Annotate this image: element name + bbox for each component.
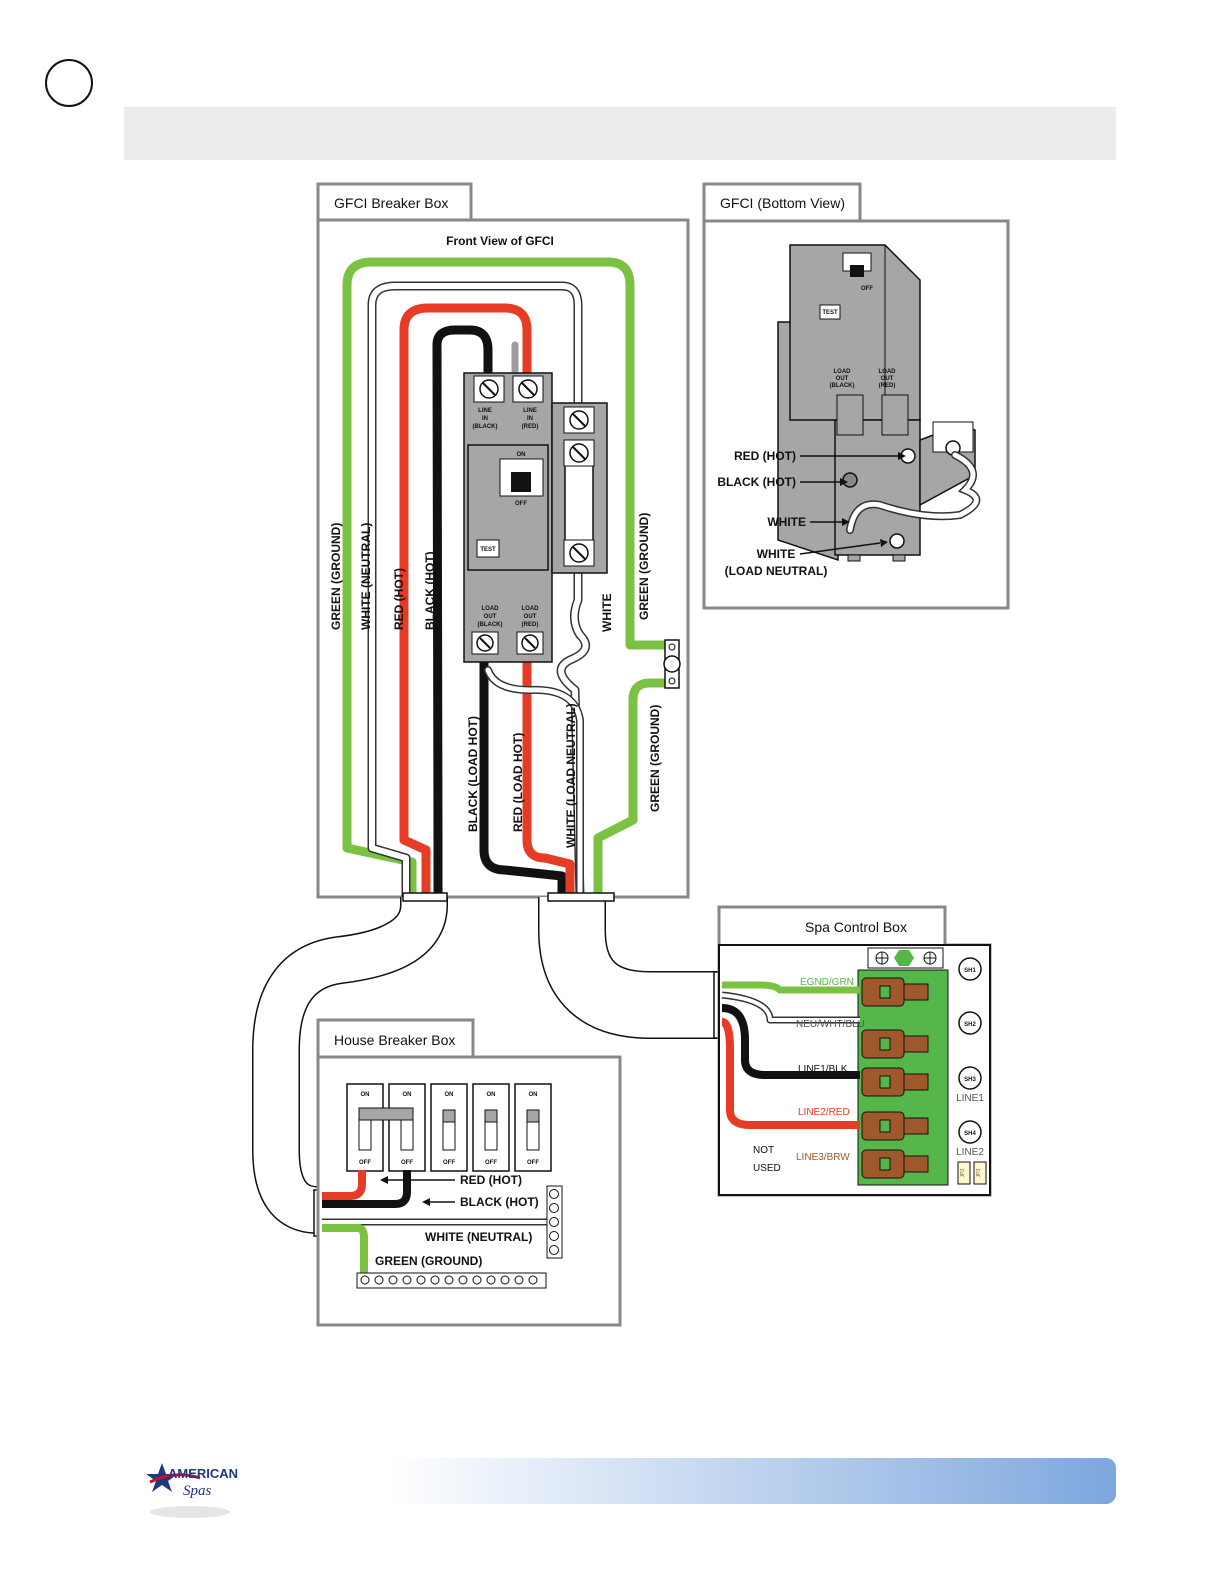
svg-text:GREEN (GROUND): GREEN (GROUND) (637, 513, 651, 620)
svg-text:IN: IN (527, 416, 533, 422)
svg-text:JP2: JP2 (960, 1168, 966, 1177)
house-ground-bar (356, 1272, 547, 1289)
svg-text:(LOAD NEUTRAL): (LOAD NEUTRAL) (725, 564, 828, 578)
svg-text:(RED): (RED) (879, 383, 896, 389)
svg-text:USED: USED (753, 1163, 781, 1174)
svg-text:LINE3/BRW: LINE3/BRW (796, 1152, 850, 1163)
svg-text:OUT: OUT (881, 376, 894, 382)
spa-terminal-labels: EGND/GRN NEU/WHT/BLU LINE1/BLK LINE2/RED… (753, 977, 865, 1174)
spa-wires (721, 981, 860, 1129)
house-breaker-box-title: House Breaker Box (334, 1032, 455, 1048)
svg-text:NOT: NOT (753, 1145, 774, 1156)
svg-text:IN: IN (482, 416, 488, 422)
house-labels: RED (HOT) BLACK (HOT) WHITE (NEUTRAL) GR… (375, 1173, 539, 1268)
svg-text:ON: ON (403, 1092, 412, 1098)
svg-text:ON: ON (361, 1092, 370, 1098)
svg-text:LOAD: LOAD (522, 606, 540, 612)
american-spas-logo: AMERICAN Spas (146, 1463, 238, 1518)
svg-text:LINE1: LINE1 (956, 1093, 984, 1104)
svg-text:SH3: SH3 (964, 1077, 976, 1083)
gfci-on-label: ON (517, 452, 526, 458)
gfci-breaker: LINE IN (BLACK) LINE IN (RED) ON OFF TES… (463, 372, 608, 663)
svg-text:Spas: Spas (183, 1483, 212, 1499)
ground-bar (663, 639, 681, 689)
step-badge (45, 59, 93, 107)
svg-text:BLACK (HOT): BLACK (HOT) (423, 551, 437, 630)
svg-text:(BLACK): (BLACK) (830, 383, 855, 389)
svg-text:OFF: OFF (443, 1160, 455, 1166)
svg-text:EGND/GRN: EGND/GRN (800, 977, 854, 988)
svg-text:WHITE: WHITE (767, 515, 806, 529)
svg-text:RED (HOT): RED (HOT) (734, 449, 796, 463)
gfci-bottom-illustration: OFF TEST LOAD OUT (BLACK) LOAD OUT (RED)… (717, 244, 981, 578)
svg-text:BLACK (LOAD HOT): BLACK (LOAD HOT) (466, 716, 480, 832)
spa-terminal-blocks (861, 977, 929, 1179)
svg-text:SH4: SH4 (964, 1131, 976, 1137)
svg-text:WHITE (NEUTRAL): WHITE (NEUTRAL) (359, 523, 373, 630)
svg-text:SH2: SH2 (964, 1022, 976, 1028)
front-view-label: Front View of GFCI (446, 234, 554, 248)
house-breakers: ON OFF ON OFF ON OFF ON OFF ON OFF (346, 1083, 552, 1172)
svg-text:LOAD: LOAD (834, 369, 852, 375)
svg-text:(RED): (RED) (522, 622, 539, 628)
svg-text:(RED): (RED) (522, 424, 539, 430)
svg-text:OUT: OUT (836, 376, 849, 382)
svg-text:WHITE (NEUTRAL): WHITE (NEUTRAL) (425, 1230, 532, 1244)
header-band (124, 107, 1116, 160)
svg-text:(BLACK): (BLACK) (478, 622, 503, 628)
gfci-bottom-view-title: GFCI (Bottom View) (720, 195, 845, 211)
house-wires (322, 1170, 552, 1275)
svg-text:WHITE: WHITE (600, 593, 614, 632)
svg-text:LINE2: LINE2 (956, 1147, 984, 1158)
svg-text:ON: ON (487, 1092, 496, 1098)
svg-text:SH1: SH1 (964, 968, 976, 974)
svg-text:LINE: LINE (523, 408, 537, 414)
svg-text:LINE1/BLK: LINE1/BLK (798, 1064, 848, 1075)
gfci-breaker-box-title: GFCI Breaker Box (334, 195, 448, 211)
svg-text:RED (HOT): RED (HOT) (392, 568, 406, 630)
svg-text:(BLACK): (BLACK) (473, 424, 498, 430)
gfci-test-button: TEST (480, 547, 496, 553)
svg-text:BLACK (HOT): BLACK (HOT) (717, 475, 796, 489)
svg-text:NEU/WHT/BLU: NEU/WHT/BLU (796, 1019, 865, 1030)
svg-text:JP3: JP3 (976, 1168, 982, 1177)
svg-text:BLACK (HOT): BLACK (HOT) (460, 1195, 539, 1209)
gfci-wires (342, 257, 677, 902)
svg-text:TEST: TEST (822, 310, 838, 316)
svg-text:ON: ON (445, 1092, 454, 1098)
svg-text:ON: ON (529, 1092, 538, 1098)
svg-text:OFF: OFF (861, 286, 873, 292)
svg-text:OUT: OUT (484, 614, 497, 620)
svg-text:LOAD: LOAD (482, 606, 500, 612)
svg-text:GREEN (GROUND): GREEN (GROUND) (329, 523, 343, 630)
svg-text:OFF: OFF (527, 1160, 539, 1166)
svg-text:OFF: OFF (401, 1160, 413, 1166)
svg-text:OUT: OUT (524, 614, 537, 620)
svg-text:LOAD: LOAD (879, 369, 897, 375)
svg-text:AMERICAN: AMERICAN (168, 1466, 238, 1481)
conduits (252, 897, 718, 1234)
svg-text:GREEN (GROUND): GREEN (GROUND) (375, 1254, 482, 1268)
svg-text:RED (HOT): RED (HOT) (460, 1173, 522, 1187)
house-neutral-bar (546, 1185, 563, 1259)
gfci-off-label: OFF (515, 501, 527, 507)
svg-text:OFF: OFF (359, 1160, 371, 1166)
svg-text:RED (LOAD HOT): RED (LOAD HOT) (511, 733, 525, 832)
spa-control-box-title: Spa Control Box (805, 919, 907, 935)
svg-text:WHITE: WHITE (757, 547, 796, 561)
spa-sh-labels: SH1 SH2 SH3 LINE1 SH4 LINE2 (956, 957, 984, 1158)
svg-text:OFF: OFF (485, 1160, 497, 1166)
svg-text:WHITE (LOAD NEUTRAL): WHITE (LOAD NEUTRAL) (564, 703, 578, 848)
svg-text:LINE: LINE (478, 408, 492, 414)
svg-text:LINE2/RED: LINE2/RED (798, 1107, 850, 1118)
footer-bar (390, 1458, 1116, 1504)
gfci-wire-labels: GREEN (GROUND) WHITE (NEUTRAL) RED (HOT)… (329, 513, 662, 848)
svg-text:GREEN (GROUND): GREEN (GROUND) (648, 705, 662, 812)
